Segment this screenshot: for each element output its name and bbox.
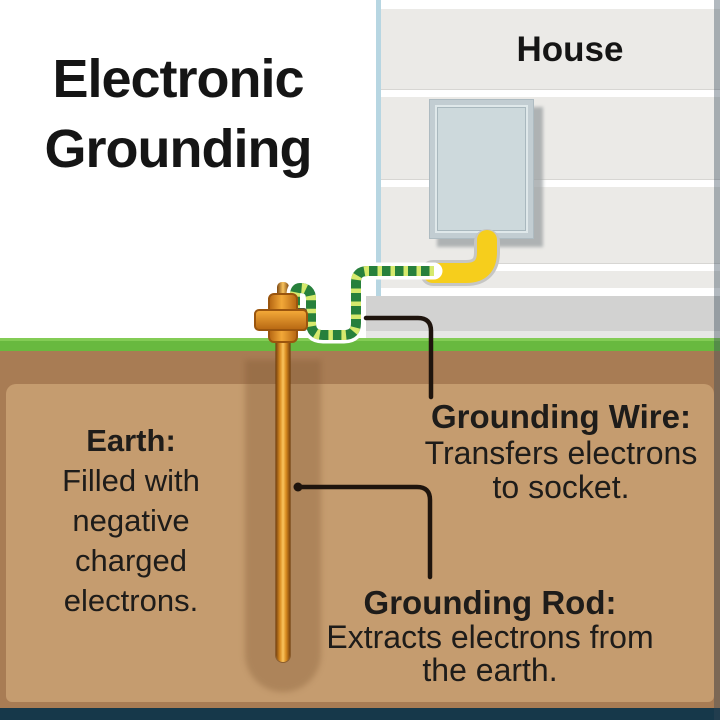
siding-seam: [381, 288, 720, 296]
rod-clamp-crossbar: [254, 309, 308, 331]
grounding-rod-caption-line: Extracts electrons from: [326, 619, 654, 655]
grounding-wire-caption-line: to socket.: [492, 469, 630, 505]
page-title-line2: Grounding: [44, 119, 313, 179]
grounding-rod: [276, 300, 290, 662]
earth-caption: Earth: Filled with negative charged elec…: [11, 421, 251, 621]
siding-seam: [381, 264, 720, 271]
electrical-panel: [429, 99, 534, 239]
siding-seam: [381, 90, 720, 97]
grass-strip: [0, 338, 720, 351]
grounding-wire-caption: Grounding Wire: Transfers electrons to s…: [391, 398, 720, 504]
house-foundation: [366, 296, 720, 331]
page-title-line1: Electronic: [52, 49, 304, 109]
grounding-rod-caption-title: Grounding Rod:: [363, 584, 617, 621]
grounding-rod-caption: Grounding Rod: Extracts electrons from t…: [290, 584, 690, 687]
siding-seam: [381, 180, 720, 187]
earth-caption-line: negative: [72, 503, 190, 538]
footer-bar: [0, 708, 720, 720]
grounding-wire-caption-title: Grounding Wire:: [430, 398, 691, 435]
house-wall-edge: [376, 0, 381, 296]
electrical-panel-door: [435, 105, 528, 233]
siding-seam: [381, 0, 720, 9]
page-title: Electronic Grounding: [0, 44, 378, 184]
house-label: House: [516, 30, 624, 69]
earth-caption-line: charged: [74, 543, 188, 578]
grounding-wire-caption-line: Transfers electrons: [424, 435, 698, 471]
grounding-rod-caption-line: the earth.: [422, 652, 558, 688]
house-foundation-trim: [366, 331, 720, 338]
earth-caption-line: electrons.: [63, 583, 199, 618]
earth-caption-line: Filled with: [62, 463, 200, 498]
earth-caption-title: Earth:: [86, 423, 176, 458]
right-edge-strip: [714, 0, 720, 720]
